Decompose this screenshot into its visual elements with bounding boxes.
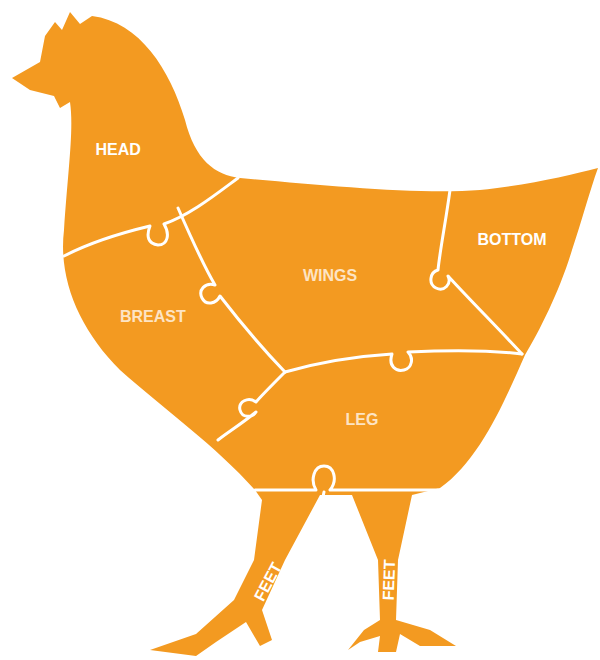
part-label: LEG — [346, 412, 379, 428]
puzzle-divider — [285, 351, 522, 372]
puzzle-divider — [64, 178, 238, 256]
puzzle-divider — [255, 466, 438, 490]
chicken-silhouette — [12, 12, 598, 656]
puzzle-divider — [218, 372, 285, 440]
puzzle-divider — [431, 190, 522, 354]
part-label: FEET — [380, 559, 397, 600]
puzzle-dividers — [64, 178, 522, 520]
part-label: BOTTOM — [478, 232, 547, 248]
part-label: WINGS — [303, 268, 357, 284]
part-label: BREAST — [120, 309, 186, 325]
part-label: HEAD — [96, 142, 141, 158]
puzzle-divider — [318, 492, 324, 520]
puzzle-divider — [178, 208, 285, 372]
